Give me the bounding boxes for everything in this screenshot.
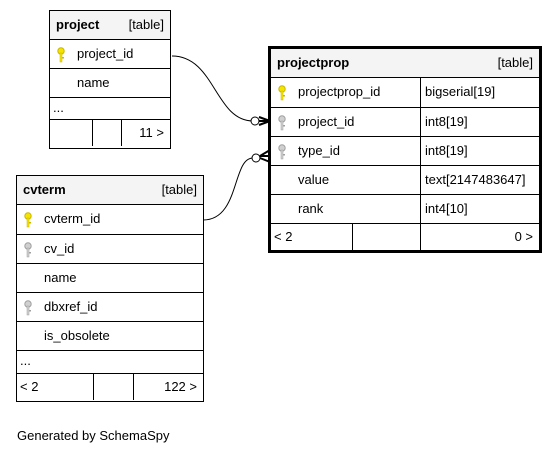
- table-footer: < 2 122 >: [17, 374, 203, 400]
- edge-cvterm-origin-circle: [251, 153, 261, 163]
- column-name[interactable]: name: [77, 75, 110, 90]
- footer-divider: [420, 224, 421, 250]
- parents-count-link[interactable]: < 2: [274, 229, 293, 244]
- table-name[interactable]: projectprop: [277, 55, 350, 70]
- column-row-rank[interactable]: rank int4[10]: [271, 195, 539, 224]
- column-type: text[2147483647]: [425, 172, 526, 187]
- column-name[interactable]: project_id: [298, 114, 355, 129]
- column-name[interactable]: is_obsolete: [44, 328, 110, 343]
- column-name[interactable]: name: [44, 270, 77, 285]
- edge-project-origin-circle: [250, 116, 260, 126]
- column-row-is_obsolete[interactable]: is_obsolete: [17, 322, 203, 351]
- more-columns-row: ...: [50, 98, 170, 120]
- column-row-cvterm_id[interactable]: cvterm_id: [17, 205, 203, 235]
- table-header[interactable]: cvterm [table]: [17, 176, 203, 205]
- footer-divider: [352, 224, 353, 250]
- column-name[interactable]: cv_id: [44, 241, 75, 256]
- ellipsis-label: ...: [53, 100, 64, 115]
- column-name[interactable]: projectprop_id: [298, 84, 381, 99]
- key-icon: [57, 47, 65, 63]
- table-header[interactable]: projectprop [table]: [271, 49, 539, 78]
- column-type: int8[19]: [425, 114, 468, 129]
- column-type: int4[10]: [425, 201, 468, 216]
- edge-cvterm-to-projectprop: [202, 157, 254, 221]
- column-row-cv_id[interactable]: cv_id: [17, 235, 203, 264]
- column-row-type_id[interactable]: type_id int8[19]: [271, 137, 539, 166]
- key-icon: [278, 115, 286, 131]
- parents-count-link[interactable]: < 2: [20, 379, 39, 394]
- column-row-name[interactable]: name: [50, 69, 170, 98]
- footer-divider: [133, 374, 134, 400]
- key-icon: [24, 212, 32, 228]
- column-row-name[interactable]: name: [17, 264, 203, 293]
- table-type-label: [table]: [128, 17, 164, 32]
- column-divider: [420, 78, 421, 107]
- ellipsis-label: ...: [20, 353, 31, 368]
- footer-divider: [93, 374, 94, 400]
- key-icon: [24, 300, 32, 316]
- table-name[interactable]: project: [56, 17, 100, 32]
- table-footer: 11 >: [50, 120, 170, 146]
- children-count-link[interactable]: 11 >: [139, 125, 164, 140]
- footer-divider: [121, 120, 122, 146]
- generated-by-footer: Generated by SchemaSpy: [17, 428, 170, 443]
- column-divider: [420, 195, 421, 223]
- more-columns-row: ...: [17, 351, 203, 374]
- table-type-label: [table]: [497, 55, 533, 70]
- column-row-project_id[interactable]: project_id int8[19]: [271, 108, 539, 137]
- column-name[interactable]: type_id: [298, 143, 340, 158]
- column-row-projectprop_id[interactable]: projectprop_id bigserial[19]: [271, 78, 539, 108]
- key-icon: [24, 242, 32, 258]
- column-row-value[interactable]: value text[2147483647]: [271, 166, 539, 195]
- table-header[interactable]: project [table]: [50, 11, 170, 40]
- children-count-link[interactable]: 0 >: [514, 229, 533, 244]
- column-name[interactable]: project_id: [77, 46, 134, 61]
- edge-project-to-projectprop: [171, 55, 254, 122]
- footer-divider: [92, 120, 93, 146]
- table-project[interactable]: project [table] project_id name ... 11 >: [49, 10, 171, 149]
- column-divider: [420, 166, 421, 194]
- table-footer: < 2 0 >: [271, 224, 539, 250]
- key-icon: [278, 85, 286, 101]
- column-row-dbxref_id[interactable]: dbxref_id: [17, 293, 203, 322]
- key-icon: [278, 144, 286, 160]
- column-row-project_id[interactable]: project_id: [50, 40, 170, 69]
- column-divider: [420, 108, 421, 136]
- column-name[interactable]: value: [298, 172, 330, 187]
- column-divider: [420, 137, 421, 165]
- column-type: int8[19]: [425, 143, 468, 158]
- table-projectprop[interactable]: projectprop [table] projectprop_id bigse…: [268, 46, 542, 253]
- column-name[interactable]: cvterm_id: [44, 211, 101, 226]
- column-name[interactable]: rank: [298, 201, 324, 216]
- table-type-label: [table]: [161, 182, 197, 197]
- column-type: bigserial[19]: [425, 84, 496, 99]
- children-count-link[interactable]: 122 >: [164, 379, 197, 394]
- table-name[interactable]: cvterm: [23, 182, 66, 197]
- table-cvterm[interactable]: cvterm [table] cvterm_id cv_id name dbxr…: [16, 175, 204, 402]
- column-name[interactable]: dbxref_id: [44, 299, 98, 314]
